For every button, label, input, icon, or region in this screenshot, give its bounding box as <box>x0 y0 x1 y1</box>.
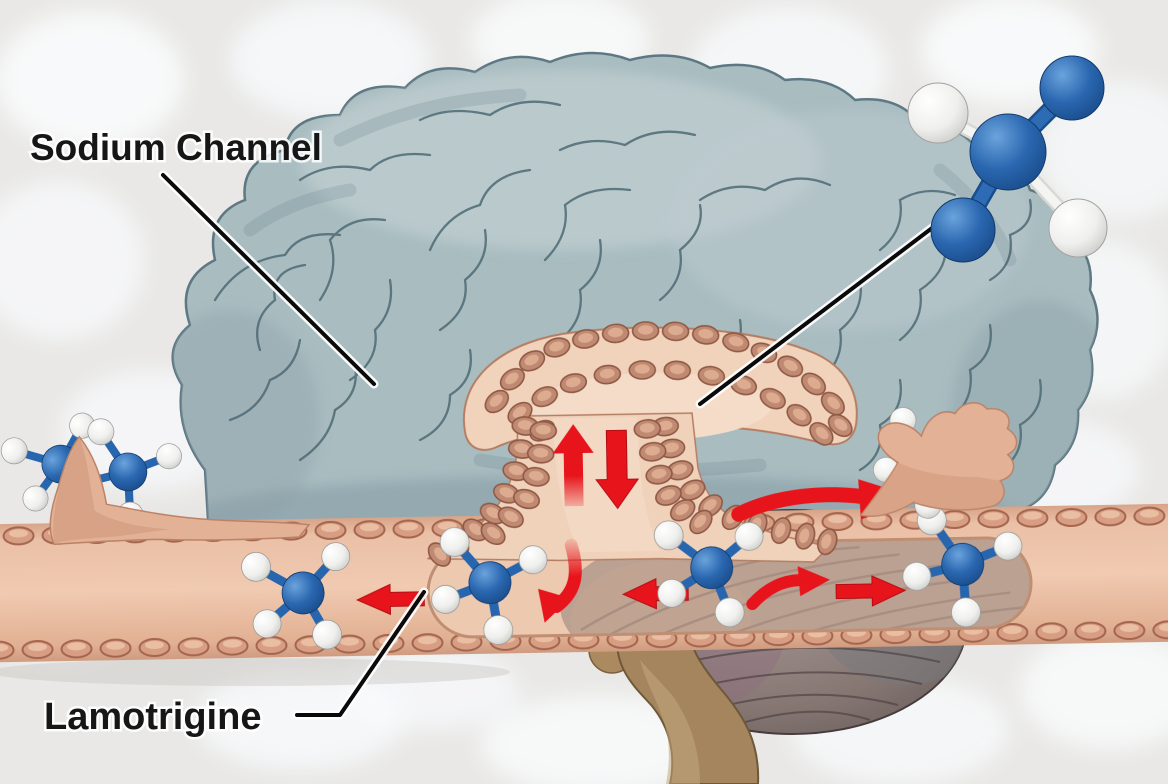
ion-flow-arrows <box>538 424 925 623</box>
leader-line-sodium-channel <box>158 170 379 389</box>
ion-flow-arrow-curve-down <box>538 538 582 623</box>
astrocyte-right <box>859 402 1018 530</box>
sodium-channel-label: Sodium Channel <box>30 127 322 168</box>
ion-flow-arrow-up <box>552 424 594 507</box>
ion-flow-arrow-curve-up-right <box>746 566 830 611</box>
leader-line-molecule <box>695 217 945 409</box>
ion-flow-arrow-down <box>595 429 640 510</box>
leader-line-lamotrigine <box>292 587 429 720</box>
astrocyte-left <box>0 398 311 546</box>
ion-flow-arrow-right <box>835 575 907 607</box>
lamotrigine-label: Lamotrigine <box>44 696 261 738</box>
tube-shadow <box>0 658 510 686</box>
zoomed-lamotrigine-molecule <box>907 55 1108 263</box>
